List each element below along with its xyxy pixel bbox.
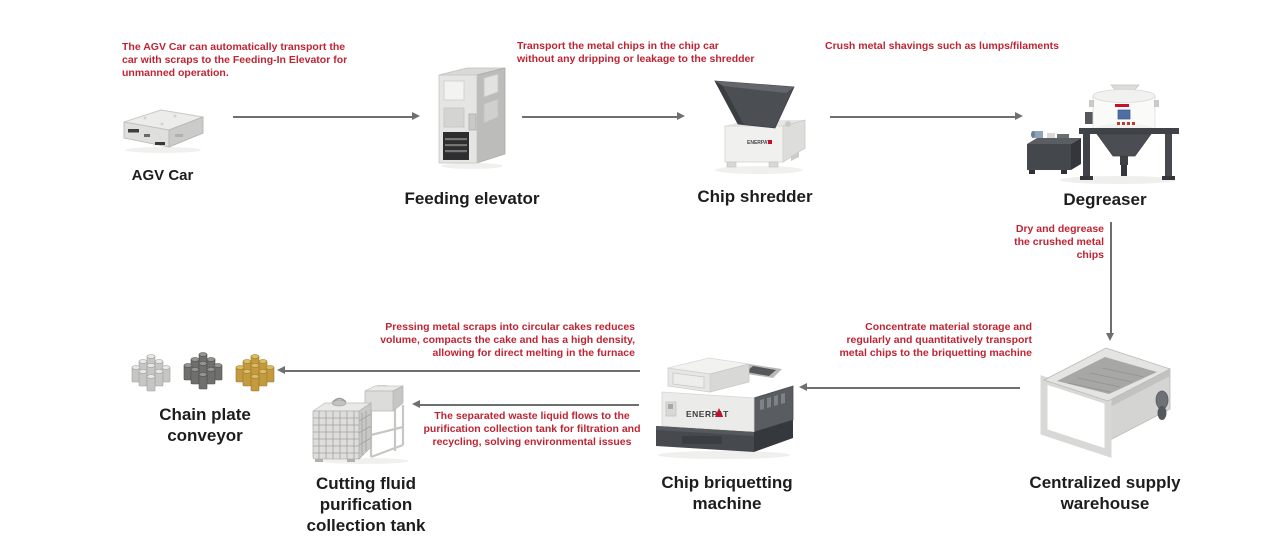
node-chip-shredder: ENERPAT Chip shredder xyxy=(690,76,820,207)
arrow-degreaser-to-warehouse xyxy=(1107,222,1114,341)
degreaser-icon xyxy=(1026,84,1179,184)
degreaser-label: Degreaser xyxy=(1063,190,1147,209)
arrow-agv-to-elevator xyxy=(233,113,420,120)
degreaser-logo-mark xyxy=(1114,104,1129,107)
briquette-stack-dark xyxy=(183,352,222,389)
annotation-briquetting-to-tank: The separated waste liquid flows to the … xyxy=(423,410,641,448)
agv-car-icon xyxy=(123,109,204,153)
node-degreaser: Degreaser xyxy=(1012,84,1198,210)
centralized-supply-warehouse-icon xyxy=(1040,347,1171,458)
chip-shredder-label: Chip shredder xyxy=(697,187,813,206)
annotation-agv-to-elevator: The AGV Car can automatically transport … xyxy=(122,41,348,79)
cutting-fluid-tank-label: Cutting fluid purification collection ta… xyxy=(306,474,426,535)
shredder-logo-text: ENERPAT xyxy=(747,140,770,146)
arrow-warehouse-to-briquetting xyxy=(799,384,1020,391)
centralized-supply-warehouse-label: Centralized supply warehouse xyxy=(1029,473,1181,513)
node-agv-car: AGV Car xyxy=(115,104,210,186)
annotation-warehouse-to-briquetting: Concentrate material storage and regular… xyxy=(839,321,1032,359)
node-chain-plate-conveyor: Chain plate conveyor xyxy=(125,350,285,446)
node-centralized-supply-warehouse: Centralized supply warehouse xyxy=(1025,336,1185,514)
enerpat-logo-text: ENERPAT xyxy=(686,409,729,419)
node-feeding-elevator: Feeding elevator xyxy=(402,66,542,209)
arrow-shredder-to-degreaser xyxy=(830,113,1023,120)
annotation-elevator-to-shredder: Transport the metal chips in the chip ca… xyxy=(517,40,755,65)
annotation-shredder-to-degreaser: Crush metal shavings such as lumps/filam… xyxy=(825,40,1059,52)
feeding-elevator-icon xyxy=(438,67,506,169)
annotation-degreaser-to-warehouse: Dry and degrease the crushed metal chips xyxy=(1014,223,1104,261)
annotation-briquetting-to-conveyor: Pressing metal scraps into circular cake… xyxy=(380,321,635,359)
chain-plate-conveyor-label: Chain plate conveyor xyxy=(159,405,251,445)
briquette-stack-gold xyxy=(235,354,274,391)
arrow-briquetting-to-tank xyxy=(412,401,639,408)
node-cutting-fluid-tank: Cutting fluid purification collection ta… xyxy=(286,385,446,536)
node-chip-briquetting-machine: ENERPAT Chip briquetting machine xyxy=(647,352,807,514)
chain-plate-conveyor-icon xyxy=(131,352,274,391)
chip-briquetting-machine-icon: ENERPAT xyxy=(656,357,794,459)
chip-briquetting-machine-label: Chip briquetting machine xyxy=(661,473,793,513)
feeding-elevator-label: Feeding elevator xyxy=(404,189,540,208)
agv-car-label: AGV Car xyxy=(131,167,194,184)
arrow-briquetting-to-conveyor xyxy=(277,367,640,374)
arrow-elevator-to-shredder xyxy=(522,113,685,120)
cutting-fluid-tank-icon xyxy=(311,385,409,464)
briquette-stack-silver xyxy=(131,354,170,391)
chip-shredder-icon: ENERPAT xyxy=(714,80,806,174)
